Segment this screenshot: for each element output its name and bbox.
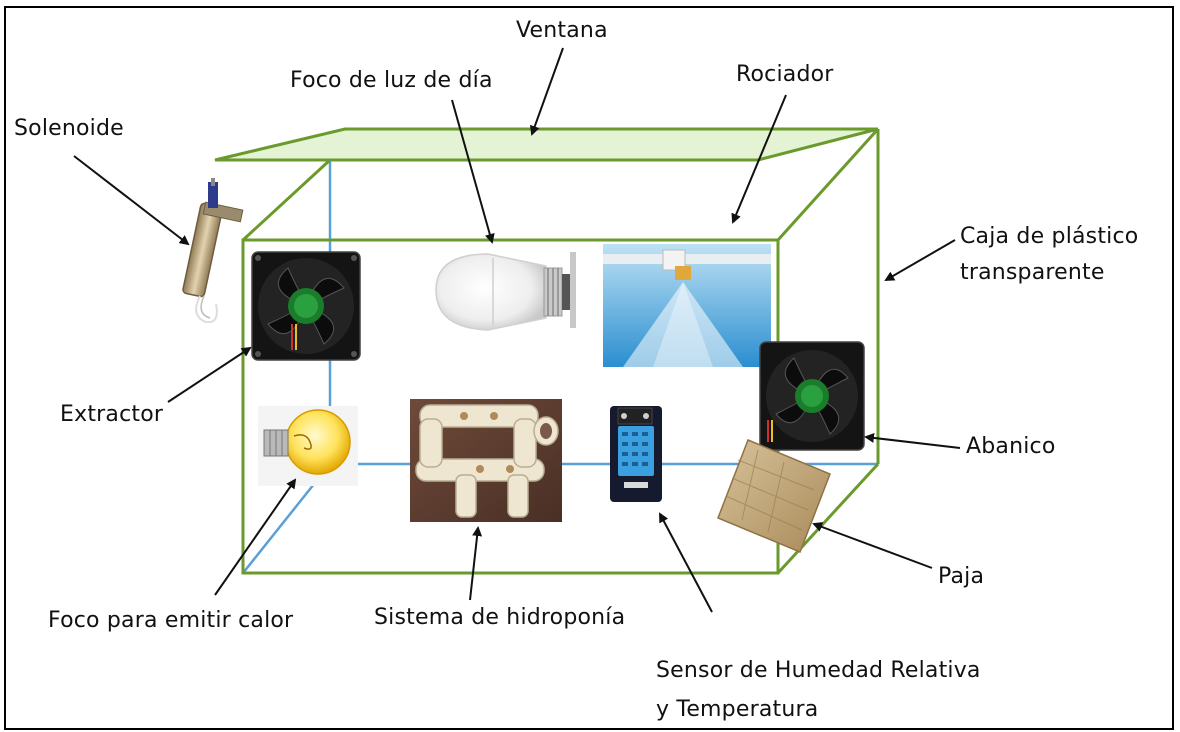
label-paja: Paja (938, 564, 985, 589)
solenoid-icon (182, 178, 244, 324)
label-solenoide: Solenoide (14, 116, 124, 141)
label-ventana: Ventana (516, 18, 608, 43)
hydroponics-pipes-icon (410, 399, 562, 522)
label-hidroponia: Sistema de hidroponía (374, 605, 626, 630)
label-abanico: Abanico (966, 434, 1056, 459)
box-edges (241, 127, 880, 575)
window-panel (214, 127, 879, 162)
outer-border (4, 6, 1174, 730)
label-foco-calor: Foco para emitir calor (48, 608, 294, 633)
sprinkler-icon (603, 244, 771, 367)
label-rociador: Rociador (736, 62, 834, 87)
label-sensor-line1: Sensor de Humedad Relativa (656, 658, 981, 683)
label-caja-line2: transparente (960, 260, 1105, 285)
straw-pad-icon (717, 439, 831, 553)
label-sensor-line2: y Temperatura (656, 697, 819, 722)
light-bulb-icon (435, 252, 576, 331)
humidity-sensor-icon (610, 406, 662, 502)
label-extractor: Extractor (60, 402, 164, 427)
heat-bulb-icon (258, 406, 358, 486)
label-caja-line1: Caja de plástico (960, 224, 1139, 249)
pointer-arrows (73, 47, 961, 613)
label-foco-luz-dia: Foco de luz de día (290, 68, 493, 93)
fan-icon (759, 341, 865, 451)
fan-icon (251, 251, 361, 361)
